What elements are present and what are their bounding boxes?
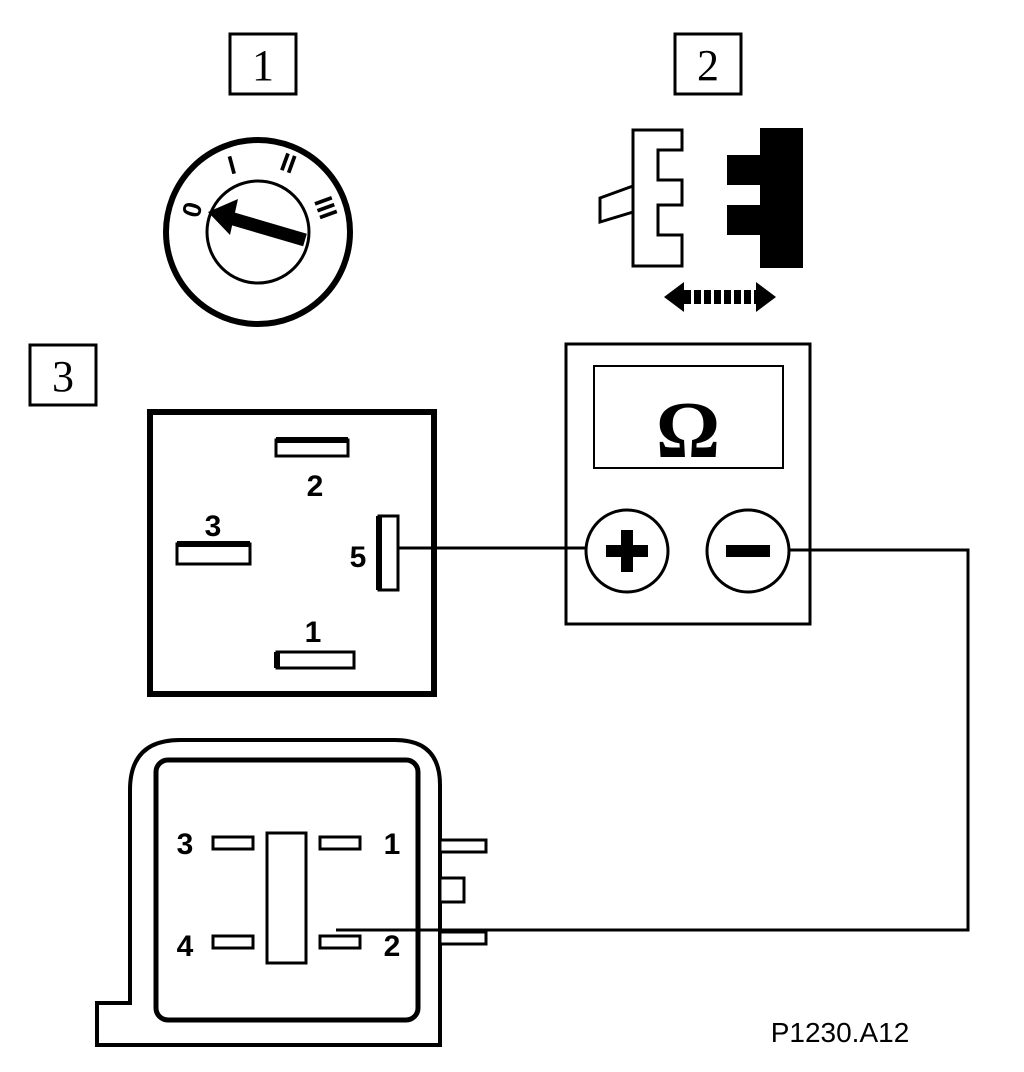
socket-pin-1-label: 1	[305, 616, 322, 649]
minus-terminal[interactable]: −	[0, 0, 791, 594]
relay-pin-2-label: 2	[384, 930, 401, 963]
ohm-symbol: Ω	[656, 387, 720, 475]
svg-text:3: 3	[52, 352, 74, 401]
ignition-switch: 0 I II III	[163, 137, 353, 327]
step-2-label: 2	[673, 32, 743, 96]
negative-lead	[336, 548, 970, 932]
relay-pin-4-label: 4	[177, 930, 194, 963]
relay: 3 1 4 2	[95, 738, 488, 1047]
socket-pin-2-label: 2	[307, 470, 324, 503]
relay-socket: 2 3 5 1	[147, 409, 437, 697]
test-leads	[336, 546, 970, 932]
socket-pin-5-label: 5	[350, 541, 367, 574]
plus-terminal[interactable]: +	[0, 0, 670, 594]
step-1-label: 1	[228, 32, 298, 96]
ignition-key-arrow-icon	[208, 199, 307, 247]
connector-disconnect-icon	[598, 128, 803, 312]
relay-pin-3-label: 3	[177, 828, 194, 861]
svg-text:1: 1	[252, 41, 274, 90]
double-arrow-icon	[664, 282, 776, 312]
svg-text:2: 2	[697, 41, 719, 90]
socket-pin-3-label: 3	[205, 510, 222, 543]
ohmmeter: Ω + −	[0, 0, 812, 626]
relay-pin-1-label: 1	[384, 828, 401, 861]
step-3-label: 3	[28, 343, 98, 407]
figure-reference: P1230.A12	[771, 1017, 910, 1048]
